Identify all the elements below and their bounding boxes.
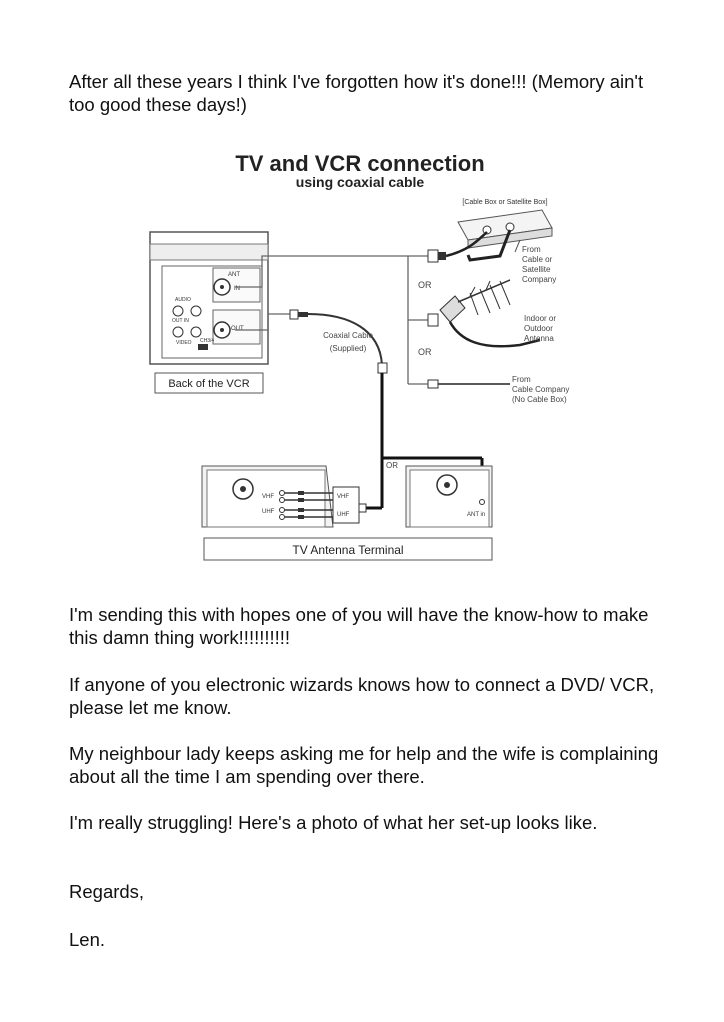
tv-antenna-terminal-label: TV Antenna Terminal	[292, 543, 403, 557]
ant-in-tv-label: ANT in	[467, 512, 485, 518]
back-of-vcr-label: Back of the VCR	[168, 378, 249, 390]
vcr-in-label: IN	[234, 286, 240, 292]
or-label-2: OR	[418, 347, 432, 357]
from-cable-sat-4: Company	[522, 275, 556, 284]
vcr-out-in-label: OUT IN	[172, 318, 189, 324]
or-label-3: OR	[386, 461, 398, 470]
cable-box: [Cable Box or Satellite Box]	[427, 199, 553, 263]
cable-box-label: [Cable Box or Satellite Box]	[462, 199, 547, 206]
signature: Len.	[69, 929, 106, 950]
from-cable-sat-1: From	[522, 245, 541, 254]
from-cable-sat-3: Satellite	[522, 265, 551, 274]
vcr-out-label: OUT	[231, 326, 244, 332]
vcr-ch34-label: CH3/4	[200, 338, 214, 344]
coax-label-2: (Supplied)	[330, 344, 367, 353]
from-cable-co-3: (No Cable Box)	[512, 395, 567, 404]
vcr-audio-label: AUDIO	[175, 297, 191, 303]
intro-paragraph: After all these years I think I've forgo…	[69, 71, 644, 115]
vhf-uhf-adapter: VHF UHF	[285, 486, 367, 524]
or-label-1: OR	[418, 280, 432, 290]
antenna	[427, 279, 541, 348]
tv-right: ANT in	[405, 465, 493, 528]
dvd-paragraph: If anyone of you electronic wizards know…	[69, 674, 655, 718]
tv-vcr-connection-diagram: TV and VCR connection using coaxial cabl…	[149, 151, 569, 561]
neighbour-paragraph: My neighbour lady keeps asking me for he…	[69, 743, 659, 787]
antenna-label-2: Outdoor	[524, 324, 553, 333]
diagram-title: TV and VCR connection	[235, 151, 484, 176]
antenna-label-3: Antenna	[524, 334, 554, 343]
antenna-label-1: Indoor or	[524, 314, 556, 323]
regards-line: Regards,	[69, 881, 145, 902]
coax-label-1: Coaxial Cable	[323, 331, 373, 340]
from-cable-co-1: From	[512, 375, 531, 384]
from-cable-sat-2: Cable or	[522, 255, 553, 264]
struggling-paragraph: I'm really struggling! Here's a photo of…	[69, 812, 598, 833]
vcr-video-label: VIDEO	[176, 340, 192, 346]
tv-left: VHF UHF	[201, 465, 334, 528]
vcr-back-panel: ANT IN OUT AUDIO OUT IN VIDEO CH3/4	[149, 231, 269, 365]
sending-paragraph: I'm sending this with hopes one of you w…	[69, 604, 649, 648]
vhf-left-label: VHF	[262, 494, 274, 500]
vhf-adapter-label: VHF	[337, 494, 349, 500]
uhf-left-label: UHF	[262, 509, 275, 515]
vcr-ant-in-label: ANT	[228, 272, 240, 278]
uhf-adapter-label: UHF	[337, 512, 350, 518]
from-cable-co-2: Cable Company	[512, 385, 569, 394]
diagram-subtitle: using coaxial cable	[296, 174, 425, 190]
